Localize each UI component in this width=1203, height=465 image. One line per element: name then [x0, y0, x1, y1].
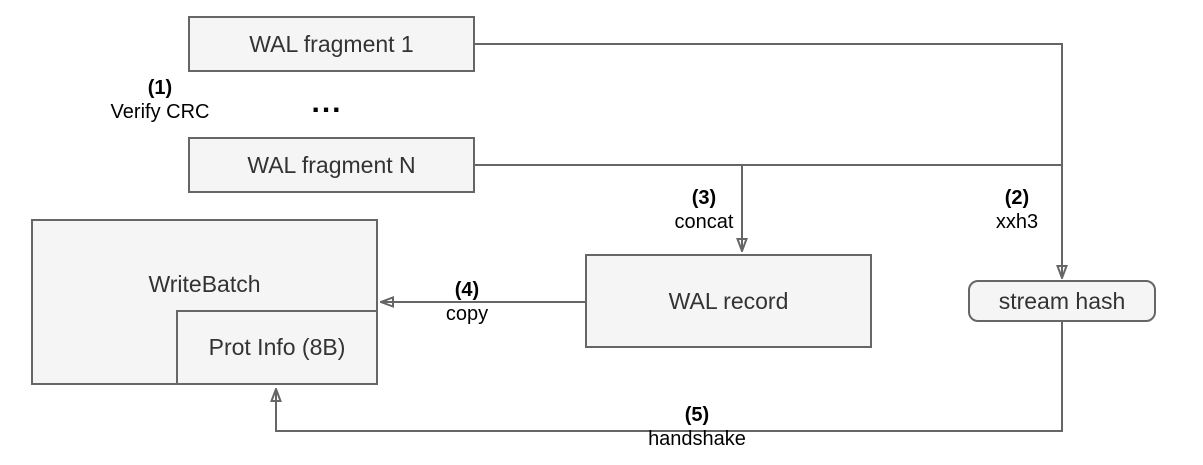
- node-wal-record-label: WAL record: [668, 287, 789, 314]
- step4-text: copy: [445, 303, 489, 325]
- node-prot-info: Prot Info (8B): [176, 310, 378, 385]
- node-write-batch-label: WriteBatch: [148, 271, 261, 297]
- node-stream-hash-label: stream hash: [998, 287, 1126, 314]
- step4-copy-label: (4) copy: [446, 278, 488, 326]
- step5-text: handshake: [648, 428, 746, 450]
- step2-number: (2): [1004, 187, 1030, 209]
- step1-number: (1): [147, 77, 173, 99]
- ellipsis-label: ...: [311, 86, 343, 119]
- step2-text: xxh3: [995, 211, 1039, 233]
- step2-xxh3-label: (2) xxh3: [996, 186, 1038, 234]
- step5-handshake-label: (5) handshake: [648, 403, 746, 451]
- node-wal-record: WAL record: [585, 254, 872, 348]
- node-wal-fragment-1-label: WAL fragment 1: [249, 30, 414, 57]
- step3-text: concat: [674, 211, 734, 233]
- node-prot-info-label: Prot Info (8B): [208, 334, 346, 360]
- step4-number: (4): [454, 279, 480, 301]
- node-stream-hash: stream hash: [968, 280, 1156, 322]
- node-wal-fragment-n: WAL fragment N: [188, 137, 475, 193]
- node-wal-fragment-n-label: WAL fragment N: [247, 151, 416, 178]
- edge-fragment1-to-stream-hash: [475, 43, 1062, 277]
- step5-number: (5): [684, 404, 710, 426]
- step3-number: (3): [691, 187, 717, 209]
- step1-text: Verify CRC: [110, 101, 210, 123]
- step1-verify-crc-label: (1) Verify CRC: [111, 76, 210, 124]
- step3-concat-label: (3) concat: [675, 186, 734, 234]
- node-wal-fragment-1: WAL fragment 1: [188, 16, 475, 72]
